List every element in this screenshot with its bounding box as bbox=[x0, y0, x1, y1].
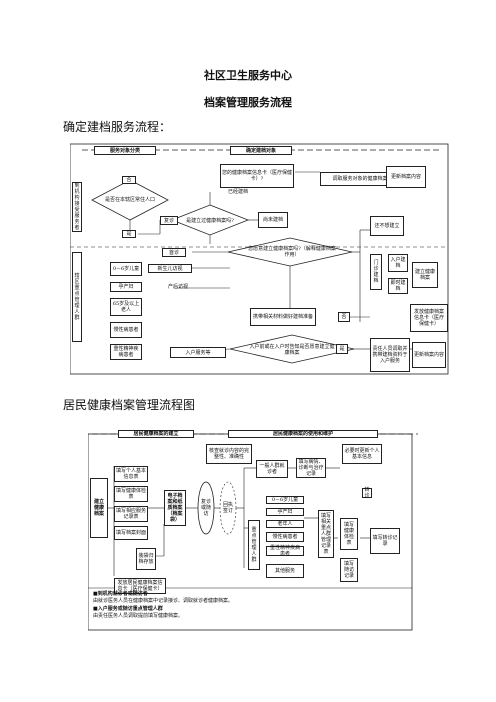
create-record-node: 建立健康档案 bbox=[90, 478, 108, 538]
group-key-population: 辖区重点管理人群 bbox=[72, 252, 82, 342]
home-build-box: 入户建档 bbox=[388, 254, 408, 272]
note-home-text: 由责任医务人员调取提前填写健康档案。 bbox=[93, 612, 184, 619]
review-box: 复诊 bbox=[160, 216, 178, 225]
page-title-1: 社区卫生服务中心 bbox=[204, 69, 292, 82]
attend-node: 回执签订 bbox=[222, 502, 233, 514]
pop-elderly: 老年人 bbox=[266, 520, 304, 528]
pop-pregnant: 孕产妇 bbox=[266, 508, 304, 516]
first-visit-box: 首诊 bbox=[162, 248, 186, 257]
label-no-1: 否 bbox=[122, 176, 136, 184]
flowchart-establish: 服务对象分类 确定建档对象 到机构接受服务者 辖区重点管理人群 否 是否在本辖区… bbox=[70, 142, 450, 376]
header-service-category: 服务对象分类 bbox=[94, 146, 156, 155]
step-service-record: 填写相应服务记录表 bbox=[114, 506, 148, 522]
group-chronic: 慢性病患者 bbox=[110, 322, 142, 338]
instant-build-box: 即时建档 bbox=[388, 278, 408, 294]
update-record-box-2: 更新档案内容 bbox=[412, 342, 446, 368]
label-no-2: 否 bbox=[338, 312, 350, 322]
section-heading-1: 确定建档服务流程： bbox=[63, 120, 172, 134]
prepare-materials-box: 携带相关材料做好建档准备 bbox=[250, 308, 316, 326]
store-record-box: 装袋归档存放 bbox=[136, 548, 156, 570]
label-yes-1: 是 bbox=[122, 230, 136, 238]
step-basic-info: 填写个人基本信息表 bbox=[114, 466, 148, 482]
group-visitors: 到机构接受服务者 bbox=[72, 182, 82, 232]
pop-children: 0－6岁儿童 bbox=[266, 496, 304, 504]
step-cover: 填写档案封面 bbox=[114, 526, 148, 540]
pop-chronic: 慢性病患者 bbox=[266, 532, 304, 542]
label-yes-2: 是 bbox=[336, 344, 348, 354]
clinic-build-box: 门诊建档 bbox=[370, 254, 382, 290]
page-title-2: 档案管理服务流程 bbox=[204, 96, 292, 109]
fill-management-box: 填写相关重点人群管理记录表 bbox=[318, 510, 334, 558]
pop-mental: 重性精神疾病患者 bbox=[266, 545, 304, 557]
not-built-box: 尚未建档 bbox=[258, 212, 288, 228]
referral-record-box: 填写转诊记录 bbox=[370, 528, 400, 554]
diamond-home-agree: 入户前或在入户时告知是否愿意建立健康档案 bbox=[249, 344, 335, 356]
issue-card-box: 发放健康档案信息卡（医疗保健卡） bbox=[410, 304, 448, 332]
general-population-box: 一般人群就诊者 bbox=[256, 460, 288, 478]
follow-up-box: 填写随访记录 bbox=[340, 558, 358, 582]
group-mental: 重性精神疾病患者 bbox=[110, 344, 142, 360]
health-check-fill-box: 填写健康体检表 bbox=[340, 518, 358, 550]
note-visitors-text: 由就诊医务人员在健康档案中记录接诊、调取就诊者健康档案。 bbox=[93, 597, 234, 604]
home-retrieve-box: 责任人员调取并携带建档资料于入户服务 bbox=[370, 338, 410, 372]
referral-box: 转诊 bbox=[362, 487, 372, 499]
group-elderly: 65岁及以上老人 bbox=[110, 298, 142, 316]
group-children: 0－6岁儿童 bbox=[110, 262, 142, 276]
create-record-box: 建立健康档案 bbox=[412, 262, 438, 288]
issue-card-node: 发放居民健康档案信息卡（医疗保健卡） bbox=[114, 578, 166, 594]
postpartum-visit-label: 产后访视 bbox=[167, 283, 188, 290]
home-service-box: 入户服务等 bbox=[170, 347, 226, 358]
step-health-check: 填写健康体检表 bbox=[114, 486, 148, 502]
focus-population-box: 重点管理人群 bbox=[248, 520, 260, 570]
newborn-visit-box: 新生儿访视 bbox=[148, 264, 192, 273]
check-completeness-box: 核查就诊内容的完整性、准确性 bbox=[206, 444, 252, 464]
archive-node: 电子档案和纸质档案（档案袋） bbox=[164, 490, 186, 526]
header-establish: 居民健康档案的建立 bbox=[118, 430, 194, 438]
note-visitors-title: ■到机构就诊者或随访者 bbox=[93, 590, 148, 597]
other-service-box: 其他服务 bbox=[266, 564, 304, 578]
label-built: 已经建档 bbox=[227, 189, 248, 195]
diamond-is-resident: 是否在本辖区常住人口 bbox=[104, 197, 155, 203]
note-home-title: ■入户服务或随访重点管理人群 bbox=[93, 605, 163, 612]
update-basic-info-box: 必要时更新个人基本信息 bbox=[342, 444, 382, 464]
diamond-already-built: 是建立过健康档案吗? bbox=[186, 218, 234, 224]
header-target: 确定建档对象 bbox=[230, 146, 292, 155]
record-diagnosis-box: 填写病情、诊断与治疗记录 bbox=[296, 458, 326, 478]
recheck-node: 复诊或随访 bbox=[200, 499, 211, 517]
group-pregnant: 孕产妇 bbox=[110, 282, 142, 292]
section-heading-2: 居民健康档案管理流程图 bbox=[63, 398, 196, 412]
retrieve-card-question: 您的健康档案信息卡（医疗保健卡）? bbox=[220, 164, 294, 188]
flowchart-management: 居民健康档案的建立 居民健康档案的使用和维护 建立健康档案 填写个人基本信息表 … bbox=[88, 428, 458, 632]
update-record-box-1: 更新档案内容 bbox=[386, 166, 426, 188]
header-use-maintain: 居民健康档案的使用和维护 bbox=[228, 430, 378, 438]
unwilling-box: 还不想建立 bbox=[370, 216, 404, 236]
diamond-willing: 您愿意建立健康档案吗?（解释健康档案作用） bbox=[248, 246, 336, 258]
